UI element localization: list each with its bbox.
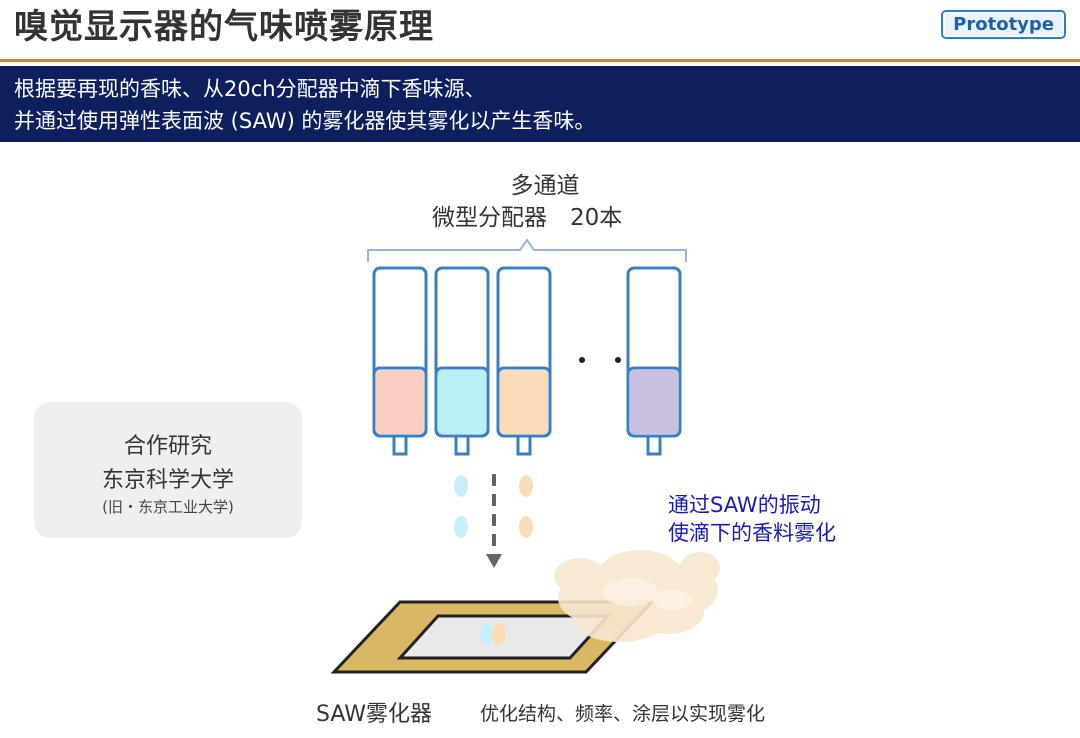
page-title: 嗅觉显示器的气味喷雾原理 xyxy=(14,7,434,47)
saw-note-line-2: 使滴下的香料雾化 xyxy=(668,521,836,545)
tube-liquid-3 xyxy=(500,370,548,434)
dispenser-brace xyxy=(367,238,687,262)
dispenser-label-line-1: 多通道 xyxy=(510,173,580,199)
atomizer-droplet-orange xyxy=(492,623,506,645)
summary-banner: 根据要再现的香味、从20ch分配器中滴下香味源、 并通过使用弹性表面波 (SAW… xyxy=(0,66,1080,142)
saw-atomizer-plate xyxy=(330,600,656,674)
prototype-badge: Prototype xyxy=(941,10,1066,39)
droplet-left-1 xyxy=(454,475,468,497)
droplet-right-1 xyxy=(519,475,533,497)
atomizer-description: 优化结构、频率、涂层以实现雾化 xyxy=(480,703,766,725)
collaboration-line-2: 东京科学大学 xyxy=(101,468,234,493)
dispenser-label-line-2: 微型分配器 20本 xyxy=(432,205,623,231)
tube-liquid-1 xyxy=(376,370,424,434)
tube-liquid-20 xyxy=(630,370,678,434)
dispenser-tube-20 xyxy=(626,266,682,456)
atomizer-droplet-blue xyxy=(479,623,493,645)
droplet-left-2 xyxy=(454,516,468,538)
atomizer-label: SAW雾化器 xyxy=(316,702,432,727)
mist-cloud-highlight xyxy=(602,578,692,610)
ellipsis-dot-2 xyxy=(615,357,621,363)
drop-arrow-head xyxy=(486,554,502,568)
collaboration-line-1: 合作研究 xyxy=(123,434,212,459)
collaboration-line-3: (旧・东京工业大学) xyxy=(102,498,234,516)
ellipsis-dot-1 xyxy=(579,357,585,363)
title-divider xyxy=(0,59,1080,62)
banner-line-2: 并通过使用弹性表面波 (SAW) 的雾化器使其雾化以产生香味。 xyxy=(14,109,596,133)
dispenser-tube-2 xyxy=(434,266,490,456)
dispenser-tube-3 xyxy=(496,266,552,456)
dispenser-tubes xyxy=(372,266,682,456)
collaboration-box: 合作研究 东京科学大学 (旧・东京工业大学) xyxy=(34,402,302,538)
tube-liquid-2 xyxy=(438,370,486,434)
dispenser-tube-1 xyxy=(372,266,428,456)
saw-note-line-1: 通过SAW的振动 xyxy=(668,493,821,517)
droplet-right-2 xyxy=(519,516,533,538)
banner-line-1: 根据要再现的香味、从20ch分配器中滴下香味源、 xyxy=(14,77,486,101)
